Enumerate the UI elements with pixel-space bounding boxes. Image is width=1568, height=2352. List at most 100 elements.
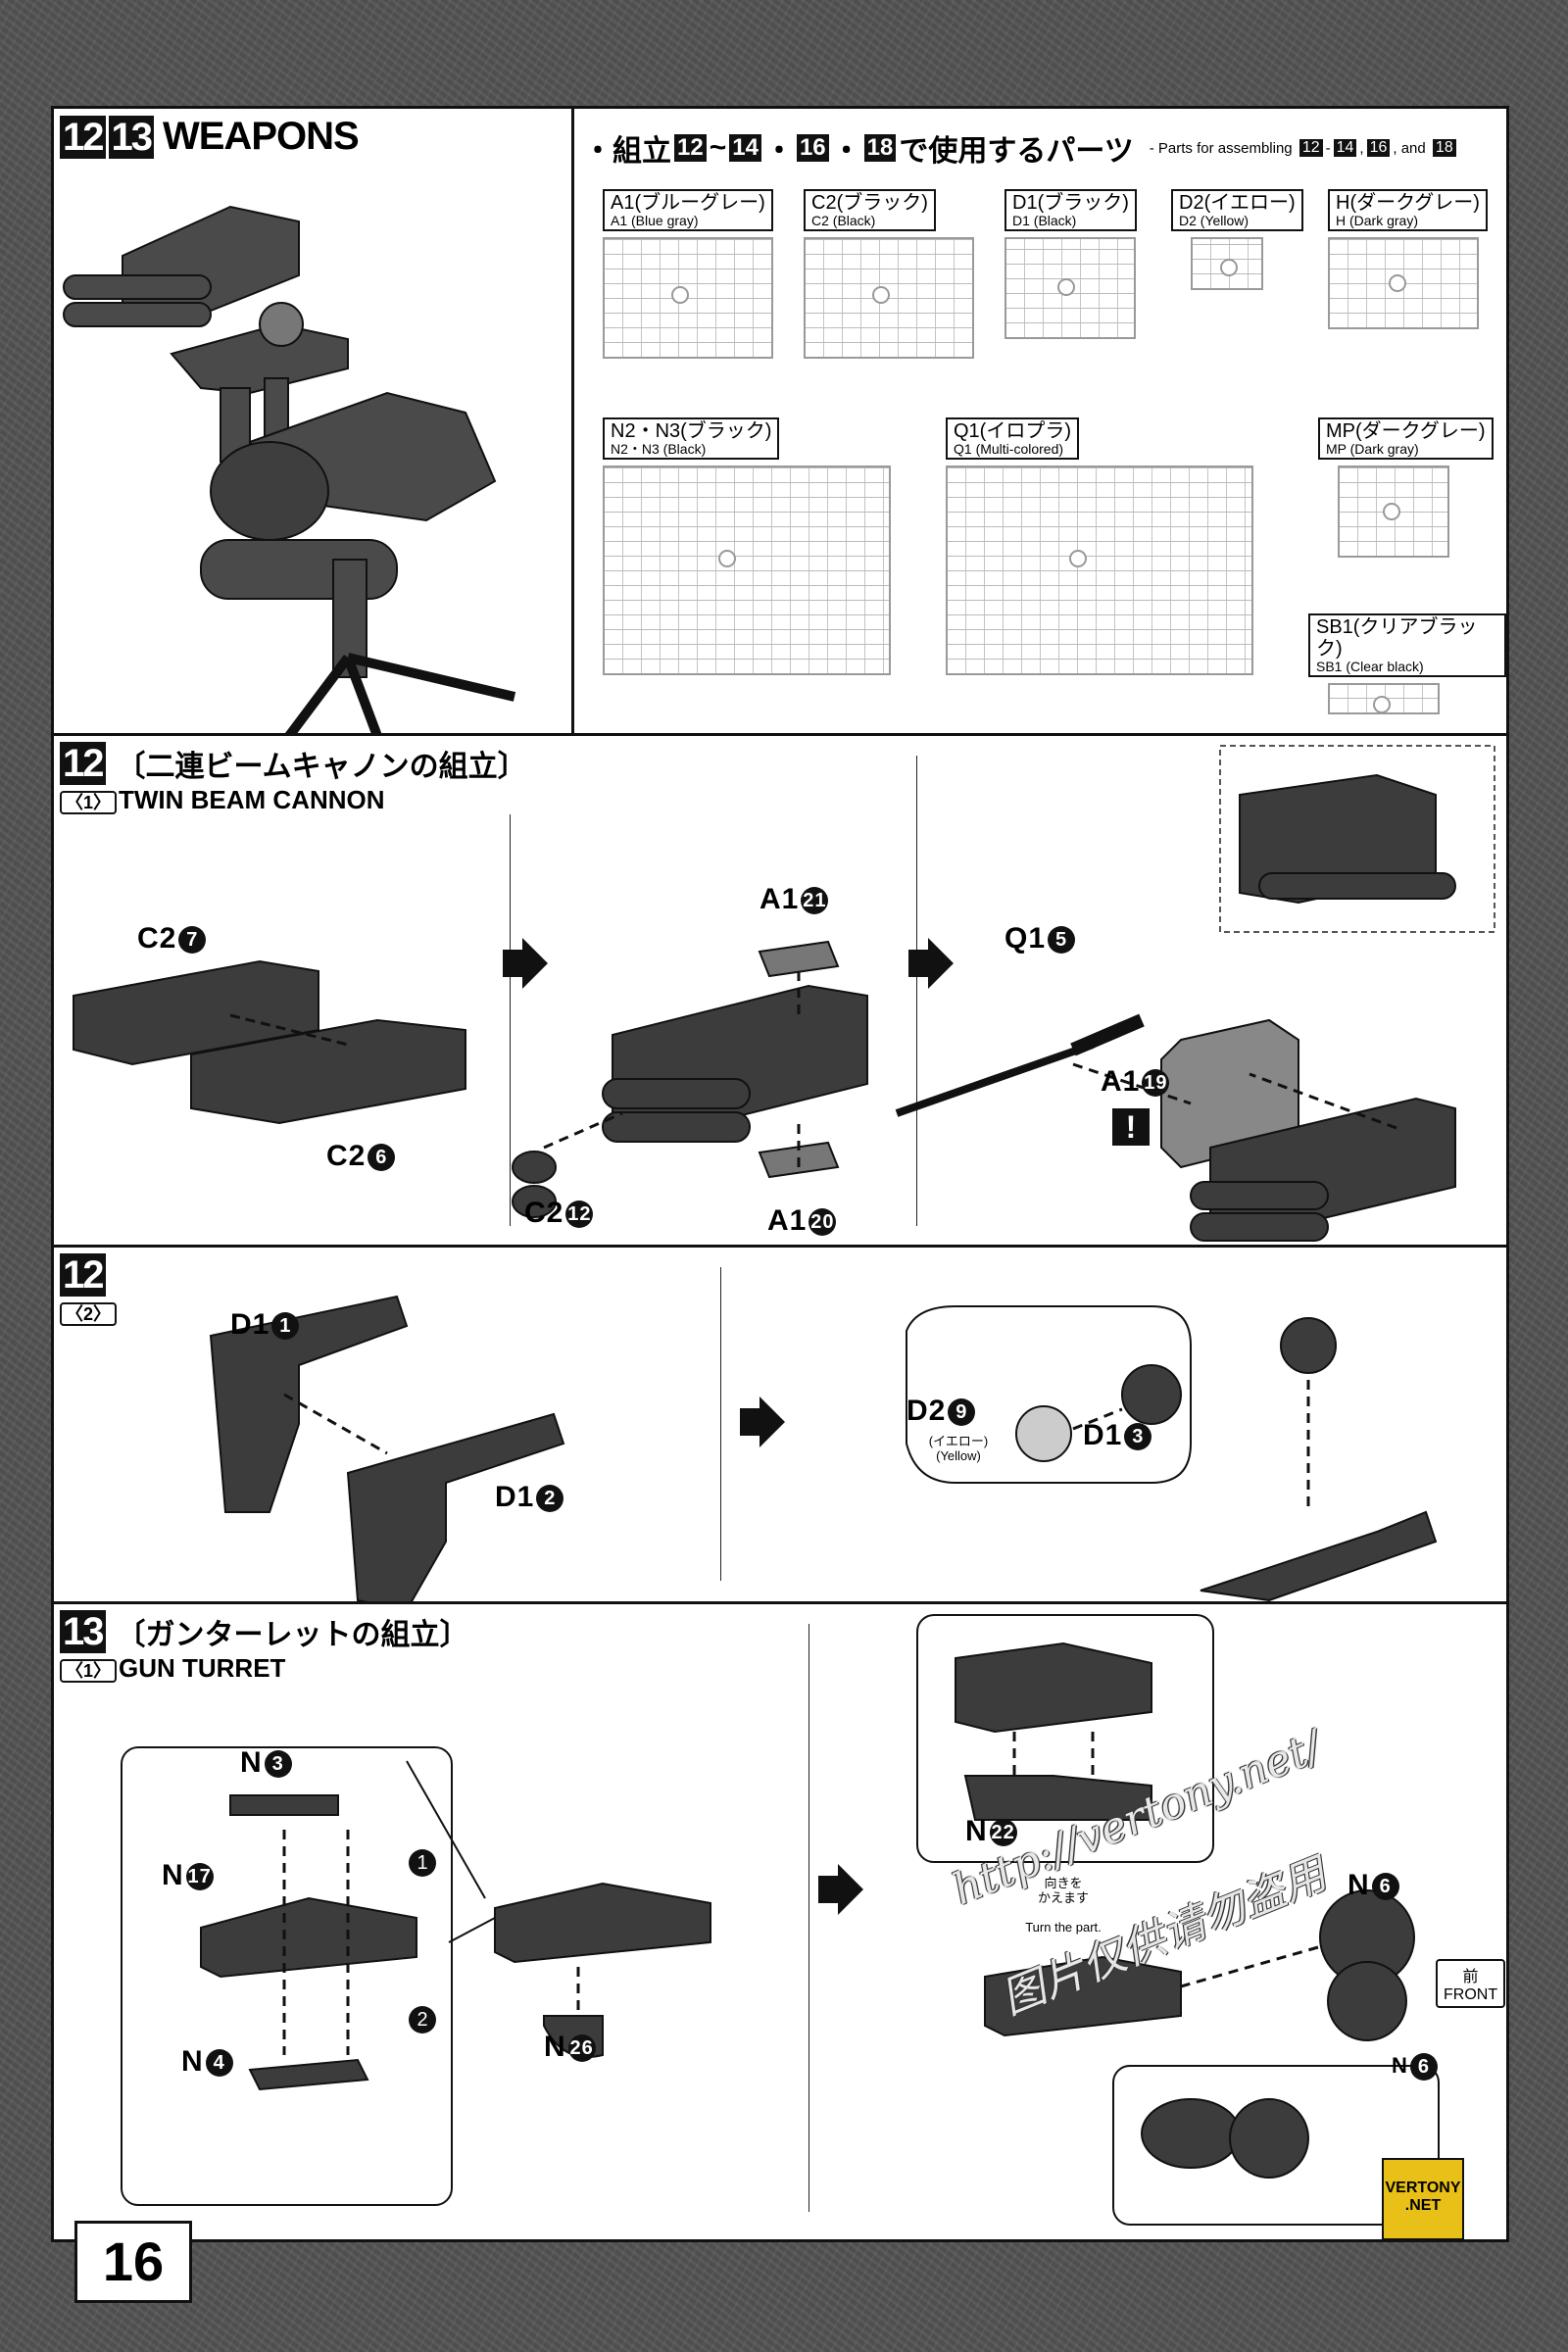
step-number: 12 <box>60 1253 106 1297</box>
runner-tree <box>1338 466 1449 558</box>
runner-label-en: H (Dark gray) <box>1336 213 1419 228</box>
turn-note-jp: 向きを かえます <box>1037 1876 1089 1905</box>
runner-code: A1 <box>760 883 800 915</box>
section-step12-1: 12 〔二連ビームキャノンの組立〕 〈1〉 TWIN BEAM CANNON <box>54 736 1506 1248</box>
runner-label-en: C2 (Black) <box>811 213 876 228</box>
page-number: 16 <box>74 2221 192 2303</box>
part-number: 21 <box>801 887 829 915</box>
next-step-arrow <box>818 1864 863 1915</box>
runner-label-en: SB1 (Clear black) <box>1316 659 1424 674</box>
substep-tag: 〈1〉 <box>60 791 118 814</box>
step-chip: 12 <box>1298 139 1323 157</box>
vertony-logo: VERTONY .NET <box>1382 2158 1464 2240</box>
runner-code: D1 <box>230 1308 270 1341</box>
part-number: 20 <box>808 1208 837 1237</box>
color-note-jp: (イエロー) <box>928 1434 989 1448</box>
parts-header-en: - Parts for assembling 12-14,16, and 18 <box>1150 139 1459 157</box>
part-number: 12 <box>565 1200 594 1229</box>
runner-label-en: N2・N3 (Black) <box>611 441 707 457</box>
part-number: 3 <box>1124 1423 1152 1451</box>
color-note: (イエロー) (Yellow) <box>914 1434 1003 1463</box>
caution-mark: ! <box>1112 1108 1150 1146</box>
part-number: 5 <box>1048 926 1076 955</box>
twin-cannon-assembly-illustration <box>73 745 1495 1242</box>
turn-note: 向きを かえます Turn the part. <box>1024 1861 1102 1949</box>
part-number: 1 <box>271 1312 300 1341</box>
section-weapons: 12 13 WEAPONS <box>54 109 1506 736</box>
step-number: 12 <box>60 742 106 785</box>
front-label-jp: 前 <box>1462 1969 1479 1985</box>
parts-header-en-prefix: - Parts for assembling <box>1149 139 1293 157</box>
runner-code: C2 <box>326 1140 367 1172</box>
parts-header: ・組立 12~14・16・18 で使用するパーツ - Parts for ass… <box>583 126 1459 170</box>
order-mark: 1 <box>409 1849 436 1877</box>
step-title-en: GUN TURRET <box>119 1653 286 1683</box>
runner-code: N <box>544 2031 566 2063</box>
part-number: 17 <box>185 1863 214 1891</box>
runner-code: N <box>1348 1869 1370 1901</box>
runner-code: N <box>181 2045 204 2078</box>
runner-tree <box>1328 237 1479 329</box>
runner-label: A1(ブルーグレー) <box>611 192 765 214</box>
runner-code: C2 <box>137 922 177 955</box>
color-note-en: (Yellow) <box>936 1448 981 1463</box>
step-chip: 18 <box>863 134 897 162</box>
instruction-sheet: 12 13 WEAPONS <box>51 106 1509 2242</box>
step-title-jp: 〔二連ビームキャノンの組立〕 <box>116 751 527 783</box>
front-indicator: 前 FRONT <box>1436 1959 1506 2008</box>
runner-h: H(ダークグレー)H (Dark gray) <box>1328 189 1488 329</box>
logo-text: VERTONY <box>1385 2180 1461 2196</box>
runner-tree <box>804 237 974 359</box>
runner-label: H(ダークグレー) <box>1336 192 1480 214</box>
runner-tree <box>1004 237 1136 339</box>
runner-label-en: MP (Dark gray) <box>1326 441 1419 457</box>
part-number: 9 <box>948 1398 976 1427</box>
runner-code: N <box>965 1815 988 1847</box>
next-step-arrow <box>908 938 954 989</box>
part-number: 2 <box>536 1485 564 1513</box>
runner-code: D1 <box>1083 1419 1123 1451</box>
substep-tag: 〈1〉 <box>60 1659 118 1683</box>
parts-header-en-and: and <box>1400 139 1426 157</box>
runner-tree <box>1191 237 1263 290</box>
detail-bubble <box>121 1746 453 2206</box>
runner-label-en: D2 (Yellow) <box>1179 213 1250 228</box>
step13-1-header: 13 〔ガンターレットの組立〕 <box>60 1610 469 1653</box>
rifle-assembly-illustration <box>209 1295 1438 1601</box>
runner-code: D2 <box>906 1395 947 1427</box>
runner-tree <box>603 237 773 359</box>
divider <box>720 1267 721 1581</box>
parts-header-jp: で使用するパーツ <box>899 135 1134 168</box>
part-number: 4 <box>205 2049 233 2078</box>
part-number: 6 <box>368 1144 396 1172</box>
step-title-jp: 〔ガンターレットの組立〕 <box>116 1619 469 1651</box>
part-number: 3 <box>264 1750 292 1779</box>
runner-label: D2(イエロー) <box>1179 192 1296 214</box>
logo-text: .NET <box>1404 2197 1442 2214</box>
runner-label: MP(ダークグレー) <box>1326 420 1486 442</box>
runner-code: A1 <box>767 1204 808 1237</box>
part-number: 19 <box>1142 1069 1170 1098</box>
runner-sb1: SB1(クリアブラック)SB1 (Clear black) <box>1308 613 1506 714</box>
runner-label: N2・N3(ブラック) <box>611 420 772 442</box>
part-number: 7 <box>178 926 207 955</box>
next-step-arrow <box>503 938 548 989</box>
next-step-arrow <box>740 1396 785 1447</box>
divider <box>808 1624 809 2212</box>
runner-code: A1 <box>1101 1065 1141 1098</box>
step-chip: 16 <box>796 134 829 162</box>
